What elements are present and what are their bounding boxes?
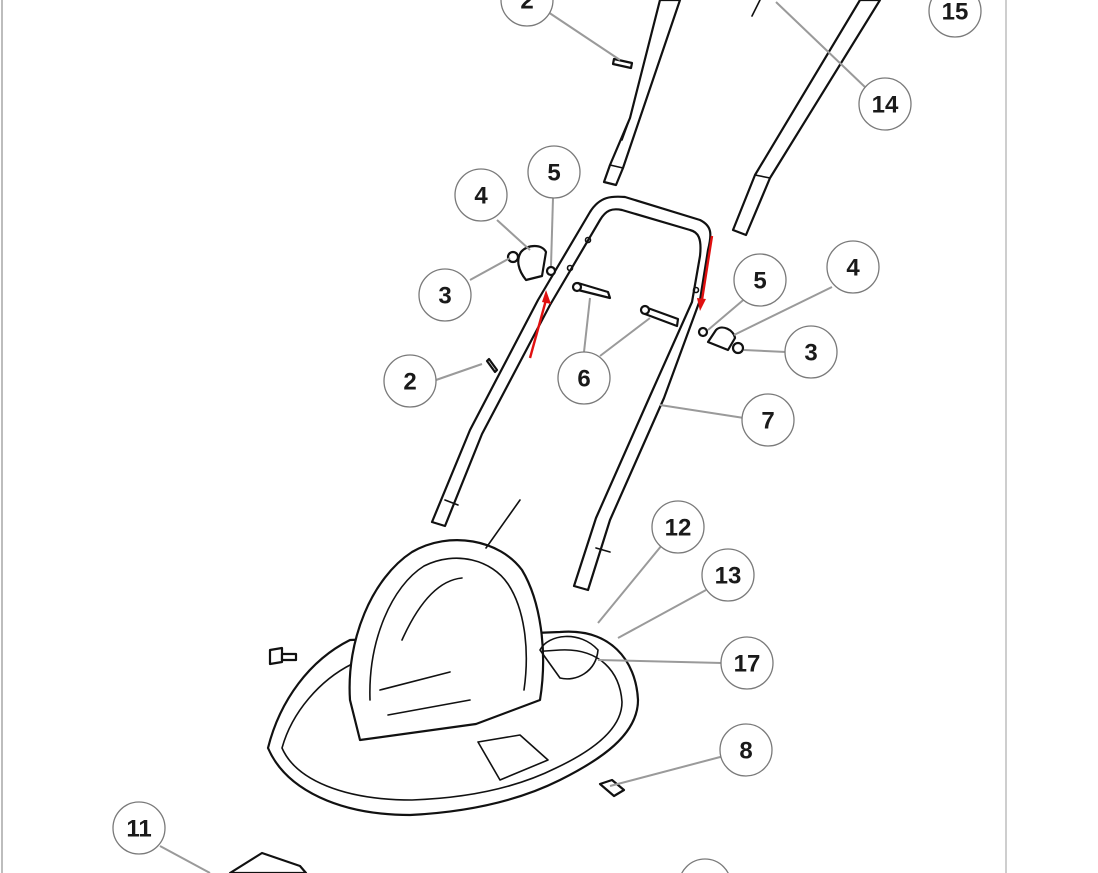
svg-text:11: 11 bbox=[126, 816, 151, 843]
callout-6: 6 bbox=[557, 351, 611, 405]
callout-12: 12 bbox=[651, 500, 705, 554]
callout-17: 17 bbox=[720, 636, 774, 690]
callout-3-right: 3 bbox=[784, 325, 838, 379]
pins bbox=[485, 57, 634, 374]
svg-text:15: 15 bbox=[942, 0, 969, 26]
callout-5-left: 5 bbox=[527, 145, 581, 199]
svg-text:2: 2 bbox=[403, 369, 416, 396]
mower-body bbox=[266, 499, 640, 817]
svg-text:5: 5 bbox=[547, 160, 560, 187]
svg-text:3: 3 bbox=[438, 283, 451, 310]
callout-partial-bottom bbox=[681, 858, 729, 873]
svg-text:4: 4 bbox=[474, 183, 488, 210]
callout-14: 14 bbox=[858, 77, 912, 131]
callout-2-mid: 2 bbox=[383, 354, 437, 408]
callout-5-right: 5 bbox=[733, 253, 787, 307]
callout-2-top: 2 bbox=[500, 0, 554, 27]
callout-4-right: 4 bbox=[826, 240, 880, 294]
leader-lines bbox=[159, 1, 867, 873]
callout-13: 13 bbox=[701, 548, 755, 602]
callout-4-left: 4 bbox=[454, 168, 508, 222]
assembly-arrows bbox=[528, 235, 714, 359]
callout-15: 15 bbox=[928, 0, 982, 38]
lower-part bbox=[228, 851, 308, 873]
handle-fixing-left bbox=[506, 244, 557, 282]
screws bbox=[268, 646, 626, 798]
bolts bbox=[571, 281, 680, 328]
svg-text:2: 2 bbox=[520, 0, 533, 15]
callout-3-left: 3 bbox=[418, 268, 472, 322]
svg-text:7: 7 bbox=[761, 408, 774, 435]
callout-7: 7 bbox=[741, 393, 795, 447]
svg-text:4: 4 bbox=[846, 255, 860, 282]
svg-text:3: 3 bbox=[804, 340, 817, 367]
svg-text:14: 14 bbox=[872, 92, 899, 119]
svg-text:6: 6 bbox=[577, 366, 590, 393]
svg-text:17: 17 bbox=[734, 651, 761, 678]
upper-handle bbox=[602, 0, 882, 237]
svg-text:8: 8 bbox=[739, 738, 752, 765]
svg-text:5: 5 bbox=[753, 268, 766, 295]
handle-fixing-right bbox=[697, 326, 745, 355]
callout-8: 8 bbox=[719, 723, 773, 777]
callout-11: 11 bbox=[112, 801, 166, 855]
svg-text:13: 13 bbox=[715, 563, 742, 590]
lower-handle bbox=[430, 195, 712, 592]
svg-text:12: 12 bbox=[665, 515, 692, 542]
